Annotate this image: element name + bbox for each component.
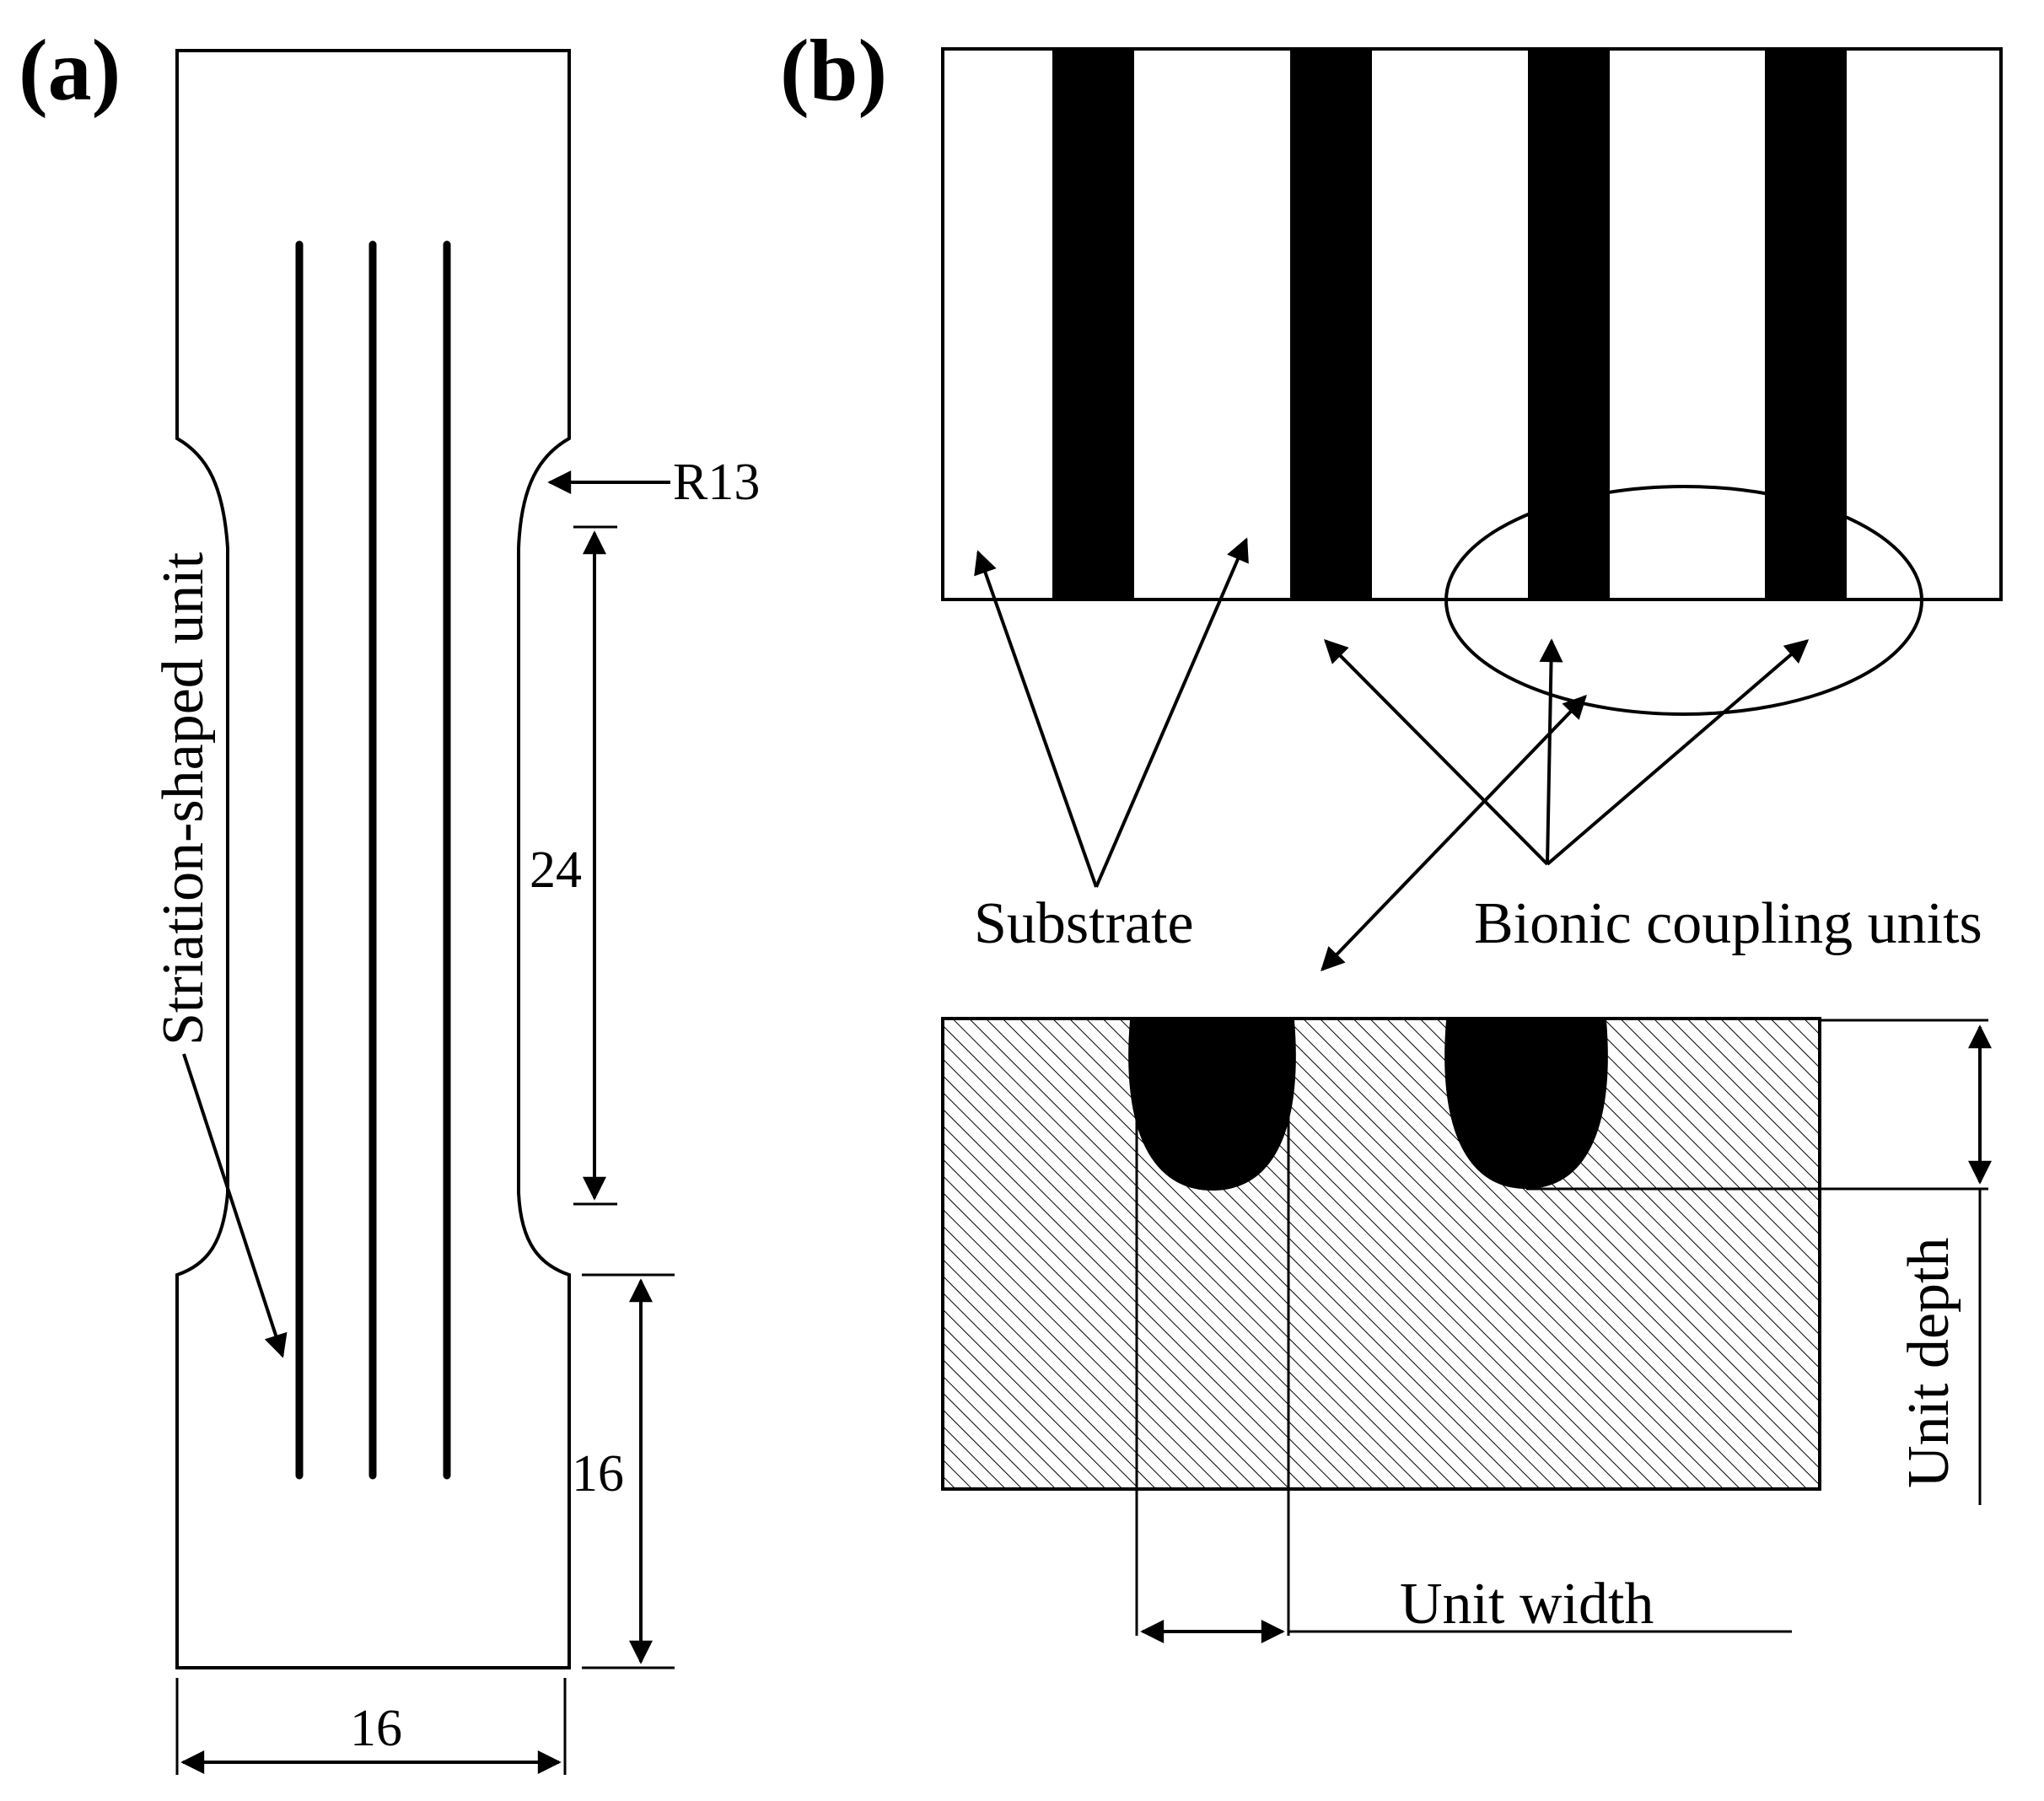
radius-label: R13 xyxy=(673,454,760,511)
highlight-ellipse xyxy=(1444,485,1923,716)
panel-a: (a) R13 24 16 16 Striation-shaped unit xyxy=(19,22,760,1775)
gauge-length-label: 24 xyxy=(530,841,582,899)
section-link-arrow xyxy=(1321,694,1587,972)
unit-width-label: Unit width xyxy=(1400,1572,1654,1637)
cross-section-unit-2 xyxy=(1444,1020,1608,1189)
panel-b-label: (b) xyxy=(780,22,887,119)
specimen-outline xyxy=(175,49,571,1669)
grip-length-label: 16 xyxy=(572,1445,624,1503)
top-view-unit-2 xyxy=(1290,49,1372,599)
top-view-unit-3 xyxy=(1528,49,1610,599)
width-label: 16 xyxy=(350,1700,402,1757)
striation-label: Striation-shaped unit xyxy=(151,551,216,1046)
substrate-label: Substrate xyxy=(974,891,1194,956)
unit-arrow-right xyxy=(1546,639,1810,866)
cross-section-unit-1 xyxy=(1128,1020,1296,1191)
substrate-arrow-left xyxy=(974,550,1098,888)
unit-depth-label: Unit depth xyxy=(1896,1238,1961,1488)
top-view-unit-1 xyxy=(1052,49,1134,599)
striation-pointer xyxy=(182,1053,288,1358)
top-view-unit-4 xyxy=(1765,49,1847,599)
panel-b: (b) Substrate Bionic coupling units Unit… xyxy=(780,22,2003,1643)
unit-arrow-middle xyxy=(1539,638,1563,865)
panel-a-label: (a) xyxy=(19,22,121,119)
units-label: Bionic coupling units xyxy=(1474,891,1982,956)
cross-section-frame xyxy=(941,1017,1821,1491)
unit-arrow-left xyxy=(1324,639,1549,866)
substrate-arrow-right xyxy=(1095,537,1249,888)
